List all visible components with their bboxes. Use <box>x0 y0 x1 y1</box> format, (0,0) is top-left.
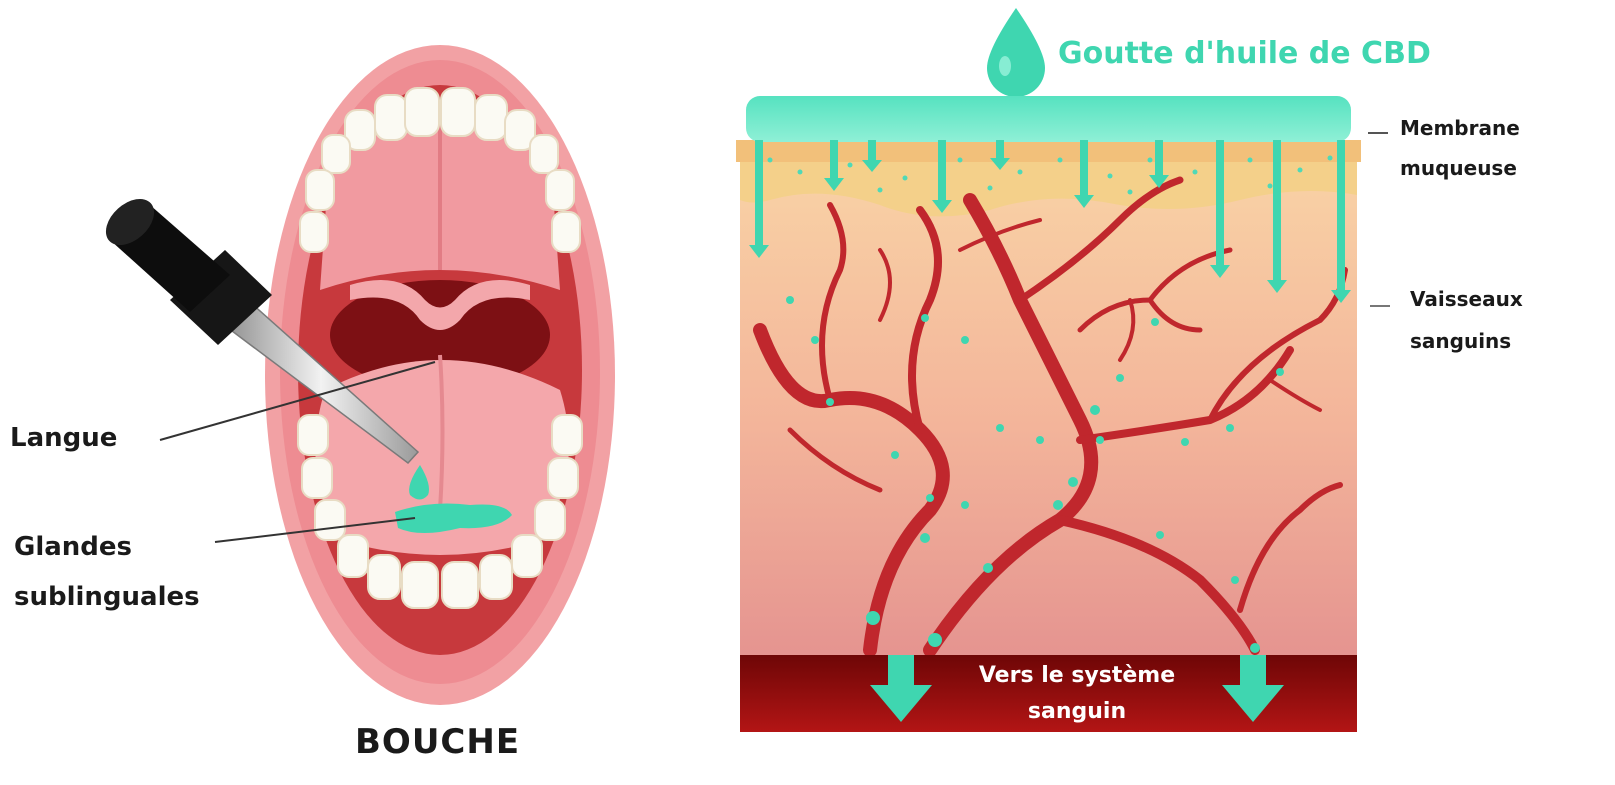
cbd-drop-icon <box>987 8 1045 97</box>
vessels-label-line2: sanguins <box>1410 325 1511 357</box>
membrane-label-line2: muqueuse <box>1400 152 1517 184</box>
absorption-panel <box>736 8 1390 732</box>
bloodstream-label-line1: Vers le système <box>927 658 1227 694</box>
membrane-label-line1: Membrane <box>1400 112 1520 144</box>
tongue-label: Langue <box>10 419 117 457</box>
vessels-label-line1: Vaisseaux <box>1410 283 1523 315</box>
bloodstream-label-line2: sanguin <box>927 694 1227 730</box>
cbd-drop-label: Goutte d'huile de CBD <box>1058 36 1431 71</box>
oil-layer <box>746 96 1351 142</box>
glands-label-line2: sublinguales <box>14 578 200 616</box>
mouth-title: BOUCHE <box>355 722 520 762</box>
glands-label-line1: Glandes <box>14 528 132 566</box>
